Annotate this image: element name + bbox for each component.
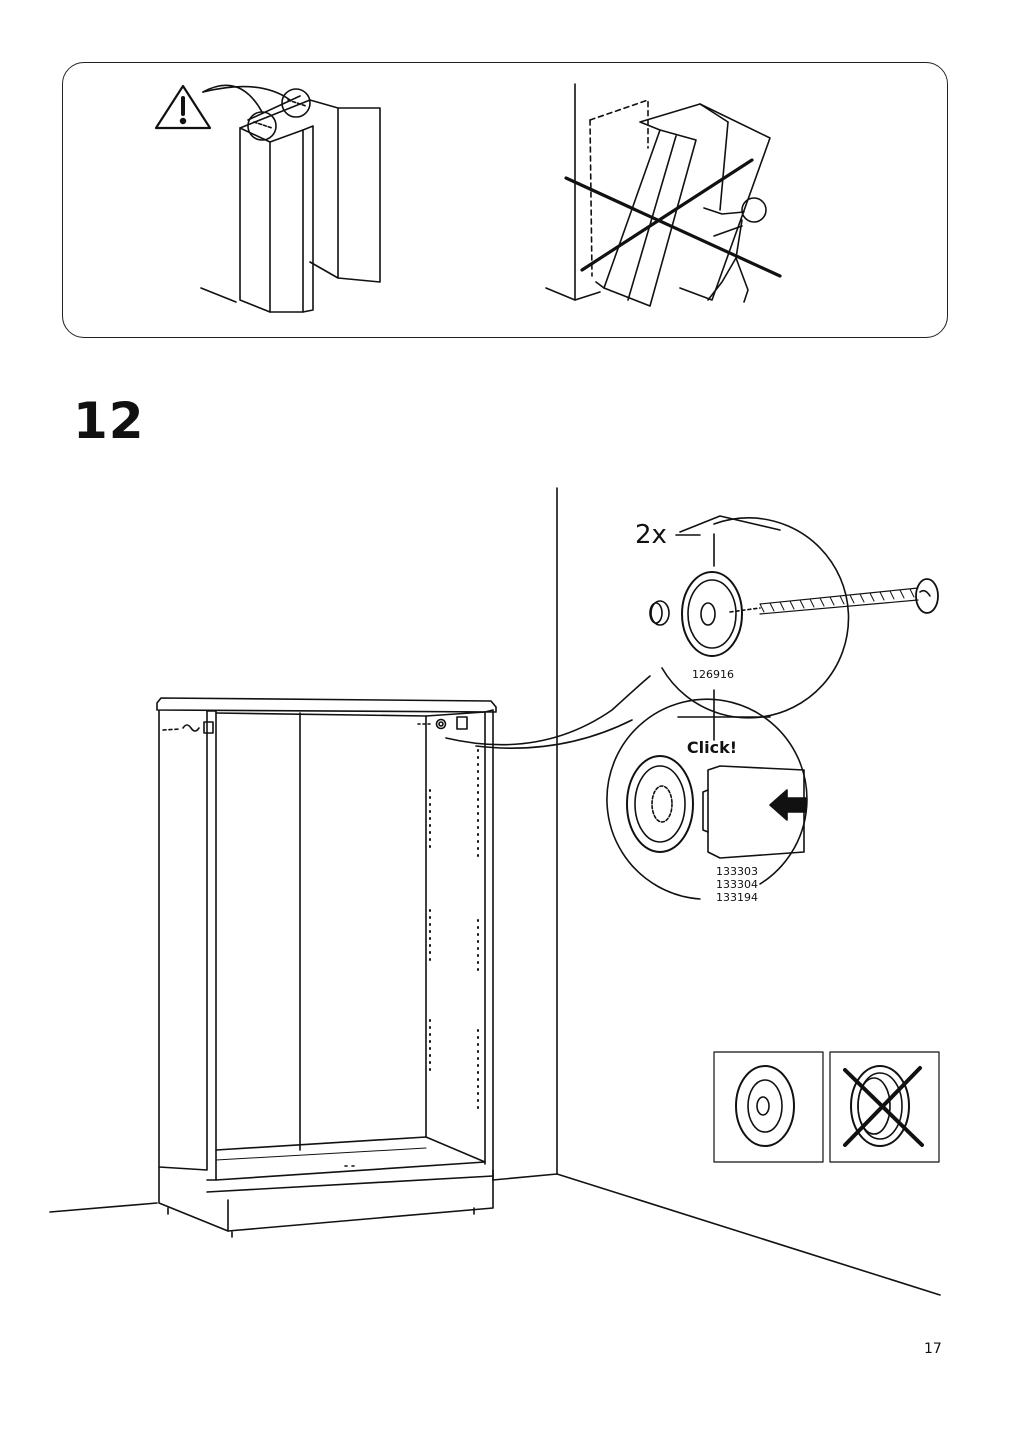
cap-part-number: 133194 [716,891,758,904]
screw-detail-circle [649,515,939,719]
prohibited-x-icon [843,1066,924,1147]
warning-triangle-icon [154,84,212,130]
cap-part-number: 133303 [716,865,758,878]
warning-panel [62,62,948,338]
step-number: 12 [73,392,145,450]
wrong-orientation-box [829,1051,940,1163]
cabinet-frame [156,697,497,1238]
arrow-left-icon [769,789,807,821]
quantity-label: 2x [635,520,667,550]
single-person-lift-scene [545,83,782,307]
two-person-lift-scene [200,84,381,313]
room-corner [49,487,941,1296]
correct-orientation-box [713,1051,824,1163]
cap-part-number: 133304 [716,878,758,891]
page-number: 17 [924,1341,942,1357]
click-label: Click! [687,738,737,757]
screw-part-number: 126916 [692,668,734,681]
callout-leader [445,675,651,749]
